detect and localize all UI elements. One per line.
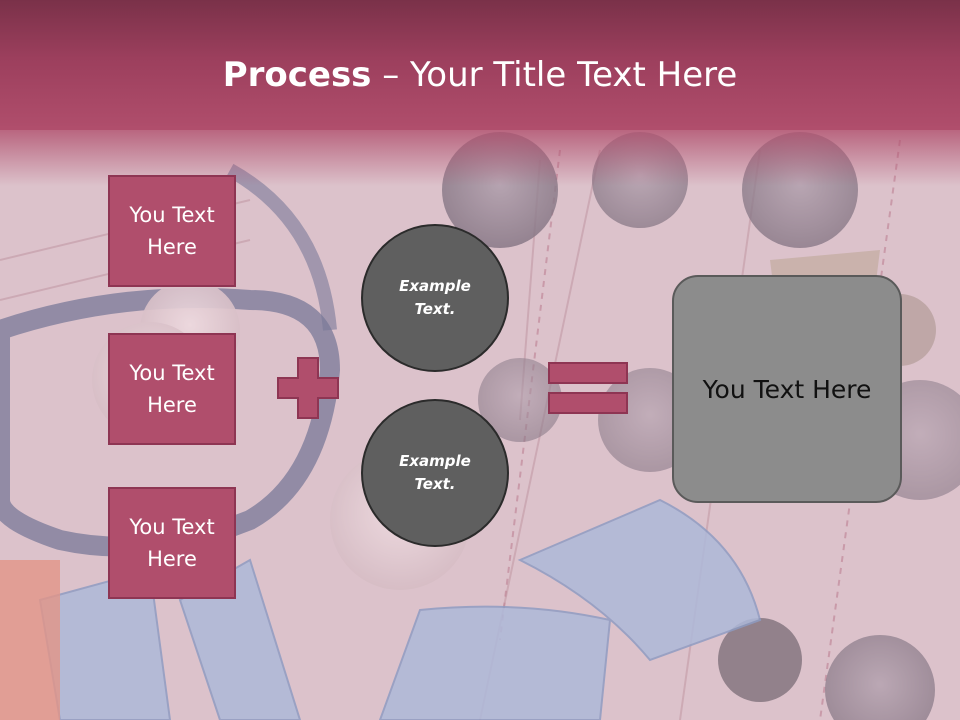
slide-title-rest: – Your Title Text Here [371,55,738,95]
input-box-2[interactable]: You Text Here [108,333,236,445]
example-circle-label: Example Text. [399,452,471,493]
result-box-label: You Text Here [702,374,872,404]
input-box-label: You Text Here [129,203,215,259]
input-box-label: You Text Here [129,361,215,417]
input-box-label: You Text Here [129,515,215,571]
equals-icon [548,362,628,414]
result-box[interactable]: You Text Here [672,275,902,503]
title-bar [0,0,960,130]
example-circle-1[interactable]: Example Text. [361,224,509,372]
example-circle-label: Example Text. [399,277,471,318]
input-box-1[interactable]: You Text Here [108,175,236,287]
input-box-3[interactable]: You Text Here [108,487,236,599]
slide-title: Process – Your Title Text Here [0,52,960,98]
slide-title-bold: Process [222,55,372,95]
example-circle-2[interactable]: Example Text. [361,399,509,547]
plus-icon [277,357,339,419]
